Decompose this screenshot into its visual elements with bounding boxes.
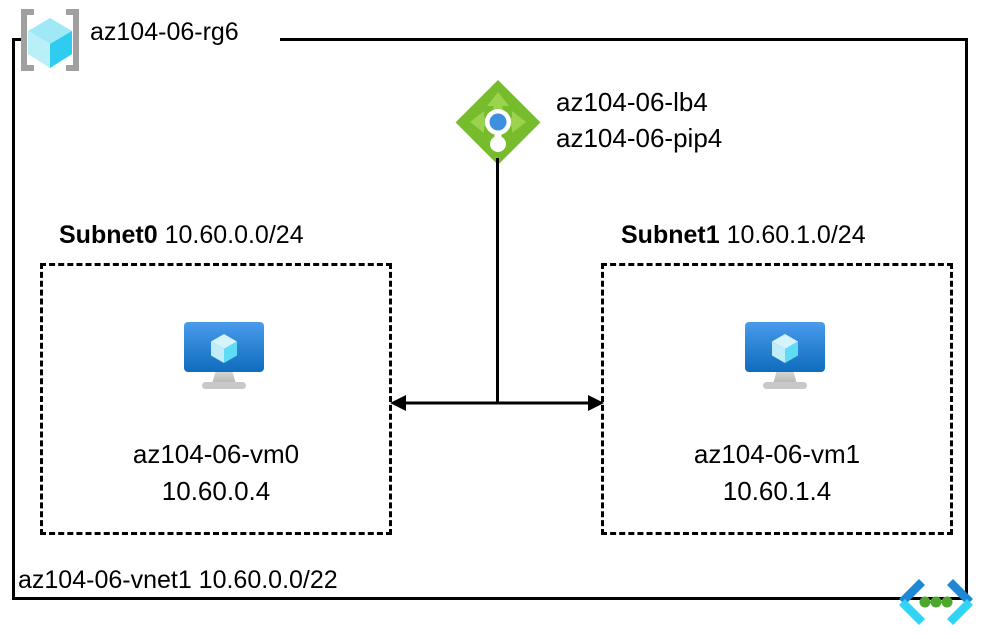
- resource-group-border-bottom: [12, 597, 968, 600]
- subnet-connector-arrow: [388, 386, 606, 420]
- subnet0-cidr: 10.60.0.0/24: [164, 221, 304, 249]
- resource-group-border-right: [965, 38, 968, 600]
- subnet1-box: [601, 263, 953, 535]
- virtual-machine-icon: [741, 316, 829, 396]
- resource-group-border-left: [12, 38, 15, 600]
- load-balancer-connector-line: [496, 158, 499, 403]
- resource-group-border-top-right: [280, 38, 968, 41]
- vm1-name: az104-06-vm1: [693, 439, 861, 469]
- virtual-machine-icon: [180, 316, 268, 396]
- subnet0-box: [40, 263, 392, 535]
- subnet0-title: Subnet0 10.60.0.0/24: [59, 221, 304, 250]
- public-ip-name: az104-06-pip4: [556, 123, 723, 153]
- subnet1-cidr: 10.60.1.0/24: [726, 221, 866, 249]
- subnet1-title: Subnet1 10.60.1.0/24: [621, 221, 866, 250]
- vm1-labels: az104-06-vm1 10.60.1.4: [601, 436, 953, 510]
- subnet0-label: Subnet0: [59, 221, 158, 249]
- vm0-labels: az104-06-vm0 10.60.0.4: [40, 436, 392, 510]
- load-balancer-icon: [452, 76, 544, 168]
- resource-group-border-top-left: [12, 38, 24, 41]
- vnet-label: az104-06-vnet1 10.60.0.0/22: [18, 566, 338, 594]
- vm0-name: az104-06-vm0: [132, 439, 300, 469]
- vm0-ip: 10.60.0.4: [161, 476, 271, 506]
- load-balancer-name: az104-06-lb4: [556, 87, 708, 117]
- resource-group-cube-icon: [14, 4, 86, 76]
- load-balancer-labels: az104-06-lb4 az104-06-pip4: [556, 84, 722, 156]
- vm1-ip: 10.60.1.4: [722, 476, 832, 506]
- virtual-network-icon: [893, 575, 979, 627]
- subnet1-label: Subnet1: [621, 221, 720, 249]
- resource-group-title: az104-06-rg6: [90, 18, 239, 46]
